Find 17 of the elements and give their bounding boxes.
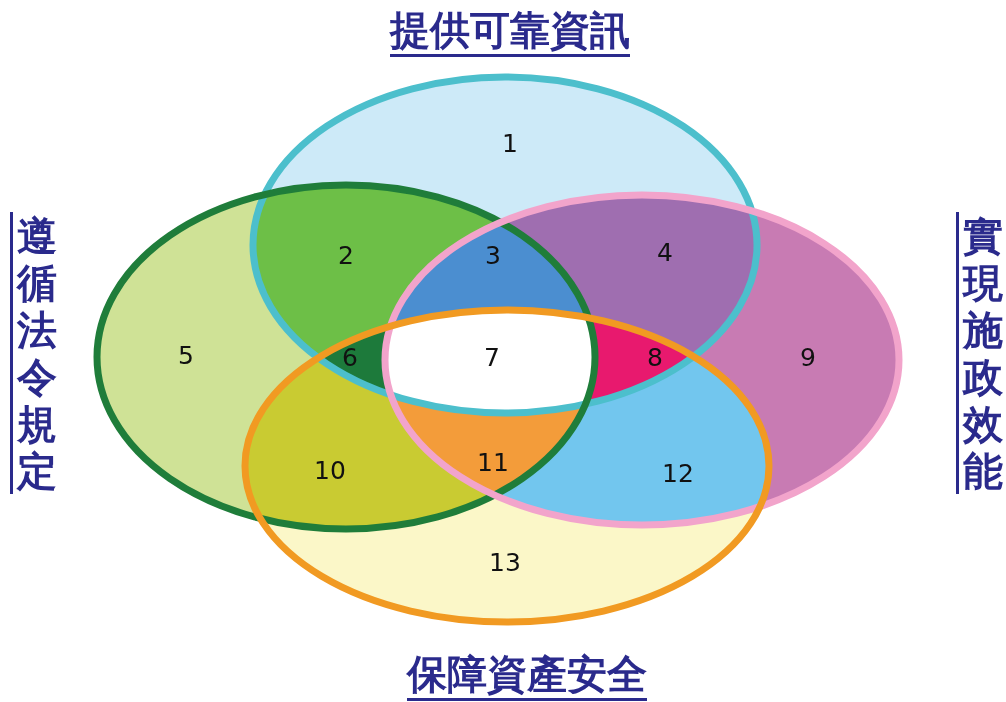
region-number: 1 bbox=[502, 130, 518, 156]
region-number: 2 bbox=[338, 242, 354, 268]
region-number: 7 bbox=[484, 344, 500, 370]
region-number: 8 bbox=[647, 344, 663, 370]
region-number: 6 bbox=[342, 344, 358, 370]
region-number: 10 bbox=[314, 457, 346, 483]
region-number: 11 bbox=[477, 449, 509, 475]
region-number: 13 bbox=[489, 549, 521, 575]
region-number: 5 bbox=[178, 342, 194, 368]
heading: 遵循法令規定 bbox=[10, 212, 59, 494]
region-number: 4 bbox=[657, 239, 673, 265]
heading: 提供可靠資訊 bbox=[390, 10, 630, 57]
region-number: 3 bbox=[485, 242, 501, 268]
heading: 保障資產安全 bbox=[407, 654, 647, 701]
heading: 實現施政效能 bbox=[956, 212, 1005, 494]
region-number: 9 bbox=[800, 344, 816, 370]
region-number: 12 bbox=[662, 460, 694, 486]
